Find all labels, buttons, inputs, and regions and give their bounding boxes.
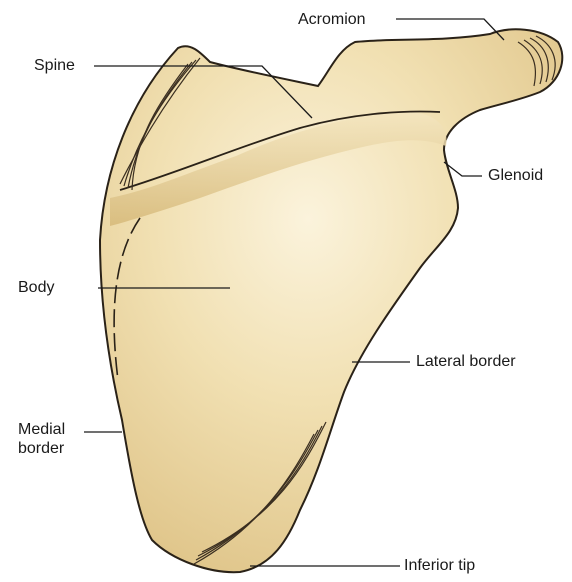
medial-border-label-line2: border <box>18 439 65 458</box>
lateral-border-label: Lateral border <box>416 352 516 371</box>
body-label: Body <box>18 278 54 297</box>
medial-border-label-line1: Medial <box>18 420 65 439</box>
spine-label: Spine <box>34 56 75 75</box>
medial-border-label: Medial border <box>18 420 65 458</box>
inferior-tip-label: Inferior tip <box>404 556 475 575</box>
scapula-body-shape <box>100 29 562 572</box>
acromion-label: Acromion <box>298 10 366 29</box>
glenoid-label: Glenoid <box>488 166 543 185</box>
